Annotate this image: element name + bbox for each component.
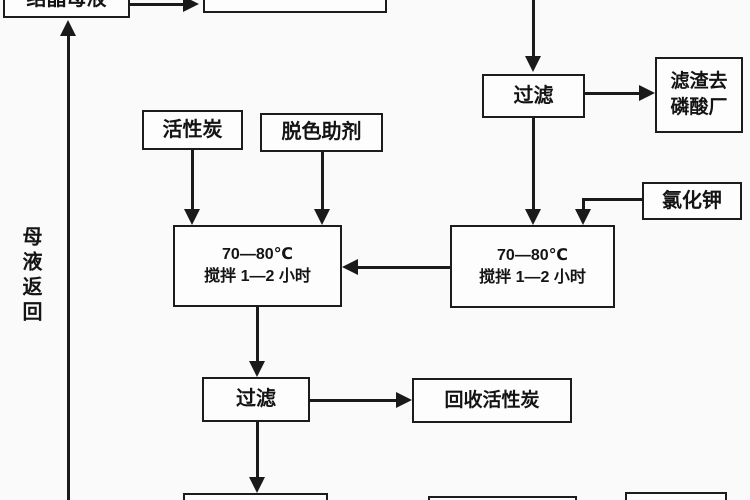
arrow-line-carbon-to-stir-left [191, 150, 194, 209]
node-label-line1: 70—80℃ [497, 246, 568, 264]
arrow-line-mother-liquor-return [67, 36, 70, 500]
node-bottom-3-cutoff [625, 492, 727, 500]
node-bottom-2-cutoff [428, 496, 577, 500]
node-label-line2: 搅拌 1—2 小时 [479, 268, 586, 286]
node-label: 过滤 [513, 84, 554, 107]
arrowhead-down-kcl-into-stir-right [575, 209, 591, 225]
node-recover-activated-carbon: 回收活性炭 [412, 378, 572, 423]
arrowhead-left-into-stir-left [342, 259, 358, 275]
mother-liquor-return-label: 母液返回 [19, 226, 41, 326]
node-filter-lower: 过滤 [202, 377, 310, 422]
arrowhead-up-into-crystallization [60, 20, 76, 36]
arrowhead-right-into-top-box [183, 0, 199, 12]
arrow-line-filter-to-residue [585, 92, 639, 95]
node-label: 回收活性炭 [444, 389, 540, 411]
arrow-line-crystallization-to-top [130, 3, 183, 6]
arrow-line-top-to-filter [532, 0, 535, 56]
arrowhead-down-carbon-into-stir-left [184, 209, 200, 225]
arrow-line-filter-lower-to-recover [310, 399, 396, 402]
arrowhead-down-into-stir-right [525, 209, 541, 225]
node-filter-top: 过滤 [482, 74, 585, 118]
node-label-line2: 搅拌 1—2 小时 [204, 268, 311, 285]
arrowhead-down-into-filter-lower [249, 361, 265, 377]
node-label: 结晶母液 [27, 0, 107, 13]
arrowhead-right-into-residue [639, 85, 655, 101]
node-activated-carbon: 活性炭 [142, 110, 243, 150]
arrowhead-right-into-recover [396, 392, 412, 408]
node-decolorizing-aid: 脱色助剂 [260, 113, 383, 152]
arrow-line-kcl-horizontal [582, 198, 642, 201]
node-label: 氯化钾 [662, 189, 722, 212]
node-potassium-chloride: 氯化钾 [642, 182, 742, 220]
node-stir-left: 70—80℃ 搅拌 1—2 小时 [173, 225, 342, 307]
arrow-line-stir-left-to-filter-lower [256, 307, 259, 361]
node-label: 活性炭 [162, 118, 223, 141]
node-residue-to-phosphoric-plant: 滤渣去磷酸厂 [655, 57, 743, 133]
node-label-line1: 70—80℃ [222, 246, 293, 264]
arrow-line-decolor-to-stir-left [321, 152, 324, 209]
node-bottom-1-cutoff [183, 493, 328, 500]
arrowhead-down-decolor-into-stir-left [314, 209, 330, 225]
node-label: 脱色助剂 [281, 121, 362, 143]
arrowhead-down-into-bottom-box [249, 477, 265, 493]
arrow-line-filter-to-stir-right [532, 118, 535, 209]
arrowhead-down-into-filter-top [525, 56, 541, 72]
node-label: 过滤 [236, 388, 276, 410]
node-label: 滤渣去磷酸厂 [670, 71, 728, 118]
node-stir-right: 70—80℃ 搅拌 1—2 小时 [450, 225, 615, 308]
arrow-line-filter-lower-to-bottom [256, 422, 259, 477]
node-top-center-cutoff [203, 0, 387, 13]
node-crystallization-mother-liquor: 结晶母液 [3, 0, 130, 18]
arrow-line-stir-right-to-stir-left [358, 266, 450, 269]
arrow-line-kcl-vertical [582, 198, 585, 209]
